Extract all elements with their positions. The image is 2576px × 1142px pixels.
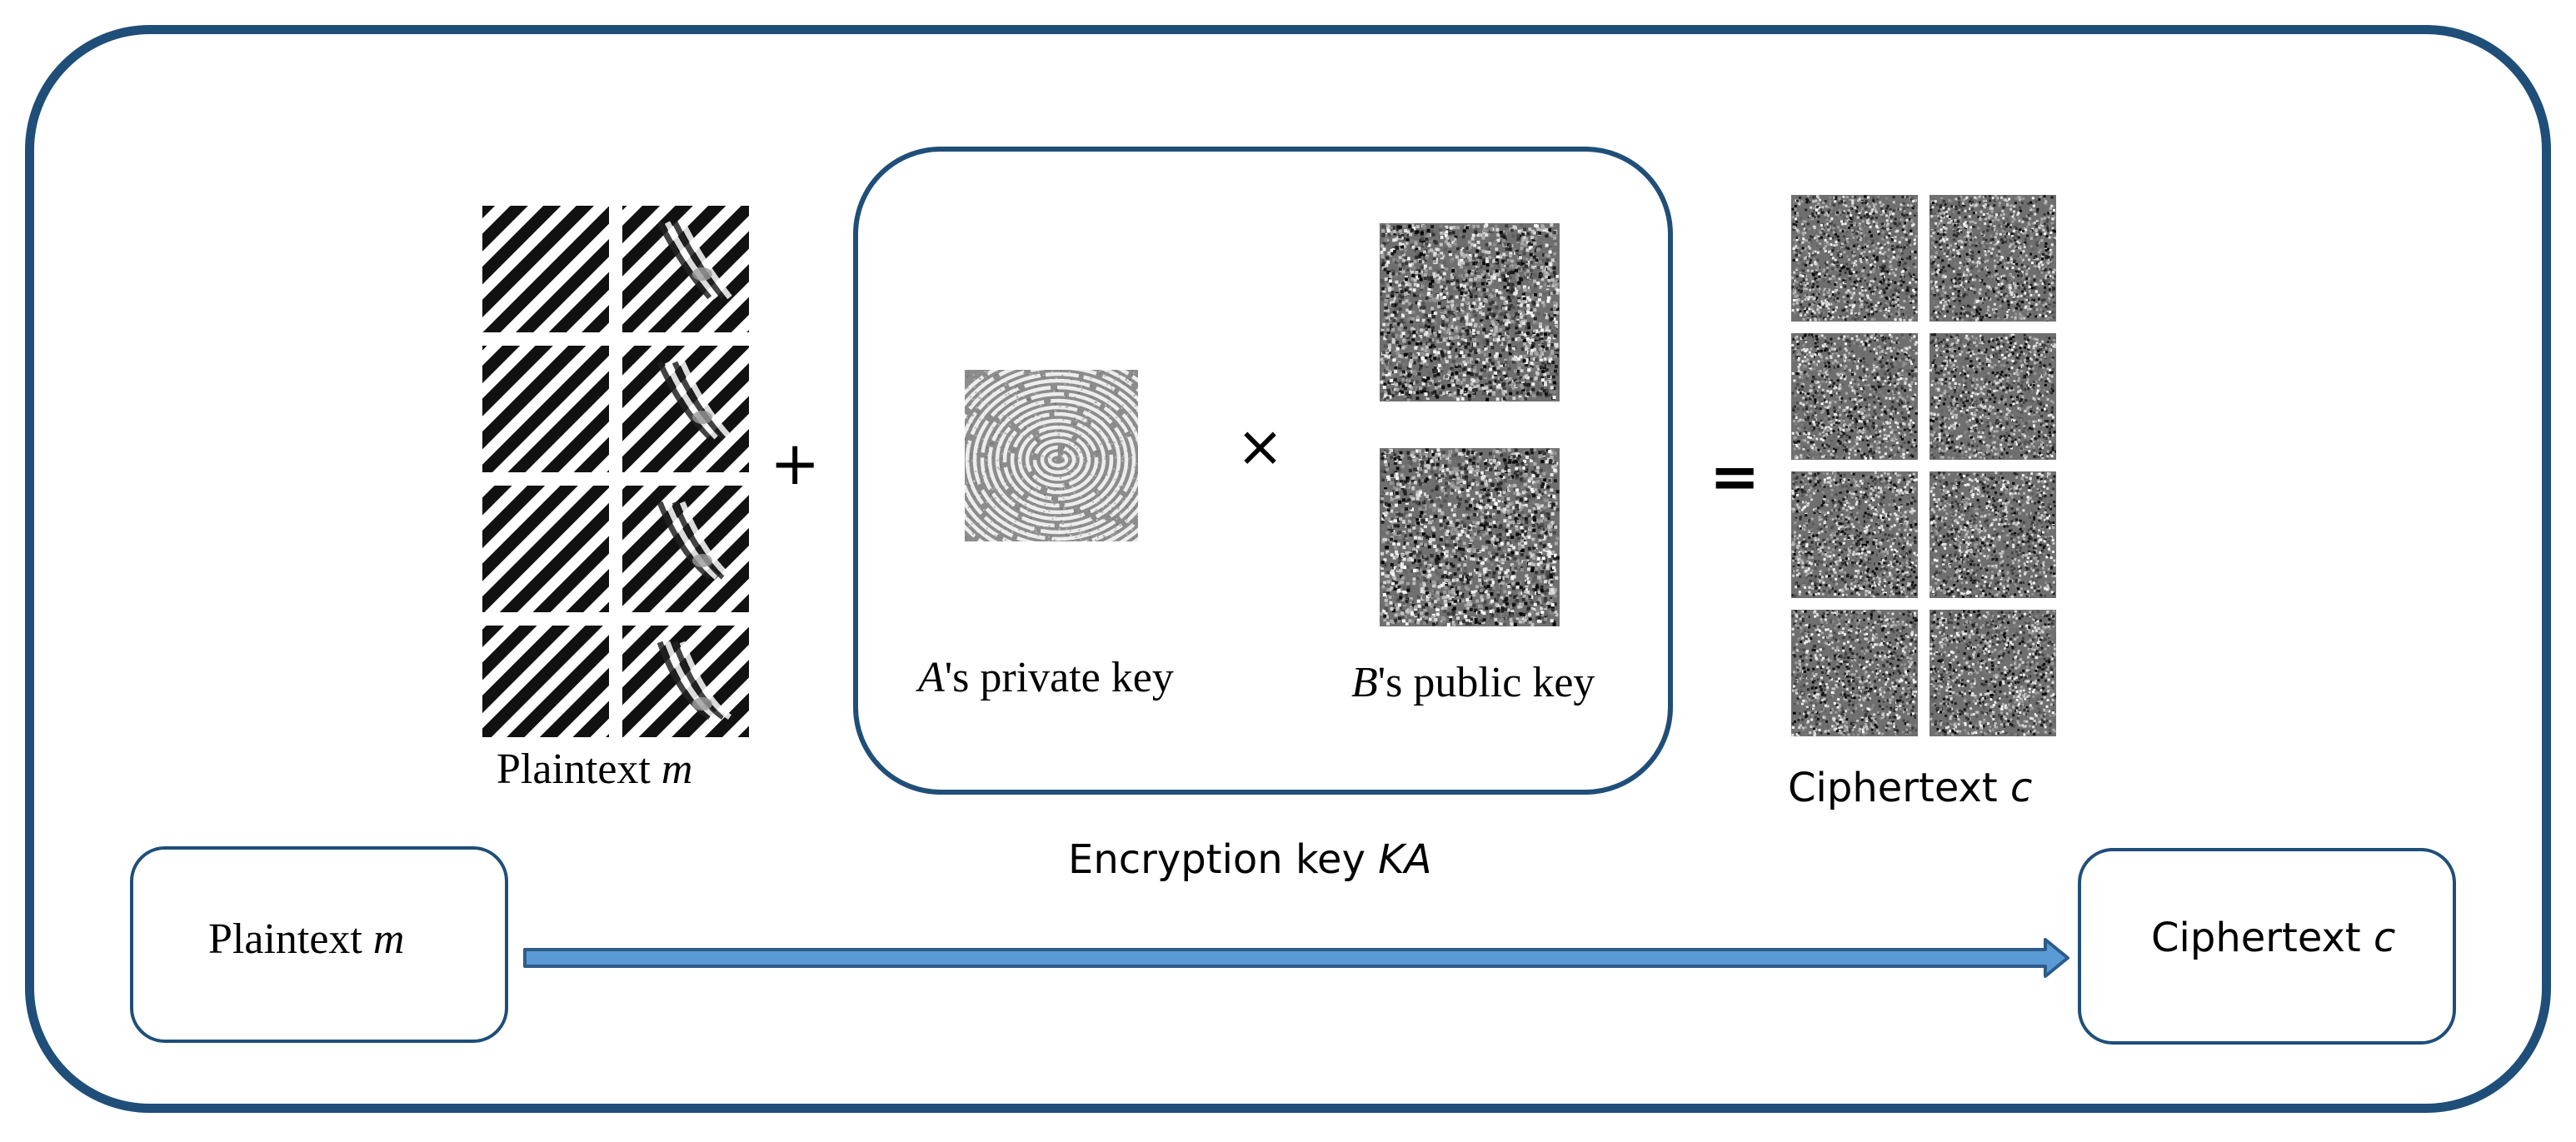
ciphertext-tile — [1791, 471, 1918, 598]
ciphertext-tile — [1930, 333, 2056, 460]
plaintext-box-label: Plaintext m — [208, 915, 404, 964]
plaintext-image-grid — [479, 204, 754, 737]
plaintext-tile — [622, 626, 749, 737]
public-key-noise-tile — [1380, 223, 1560, 401]
public-key-noise-tile — [1380, 448, 1560, 626]
multiply-sign: × — [1236, 419, 1284, 476]
plaintext-tile — [482, 626, 609, 737]
ciphertext-tile — [1791, 333, 1918, 460]
private-key-fingerprint-image — [965, 370, 1138, 541]
plaintext-tile — [622, 486, 749, 612]
plaintext-tile — [482, 346, 609, 472]
encryption-key-caption: Encryption key KA — [1068, 836, 1432, 883]
ciphertext-tile — [1930, 610, 2056, 736]
ciphertext-tile — [1930, 471, 2056, 598]
public-key-caption: B's public key — [1351, 658, 1595, 707]
ciphertext-tile — [1930, 195, 2056, 322]
ciphertext-box-label: Ciphertext c — [2151, 915, 2395, 961]
plaintext-tile — [482, 206, 609, 332]
plaintext-caption: Plaintext m — [497, 745, 692, 794]
plaintext-tile — [622, 206, 749, 332]
plaintext-tile — [622, 346, 749, 472]
plaintext-tile — [482, 486, 609, 612]
plus-sign: + — [770, 433, 820, 493]
equals-sign: = — [1710, 446, 1760, 506]
private-key-caption: A's private key — [918, 653, 1174, 702]
ciphertext-tile — [1791, 610, 1918, 736]
ciphertext-tile — [1791, 195, 1918, 322]
public-key-noise-images — [1380, 223, 1560, 628]
ciphertext-image-grid — [1788, 193, 2058, 740]
ciphertext-caption: Ciphertext c — [1788, 765, 2032, 811]
flow-arrow — [517, 933, 2074, 983]
